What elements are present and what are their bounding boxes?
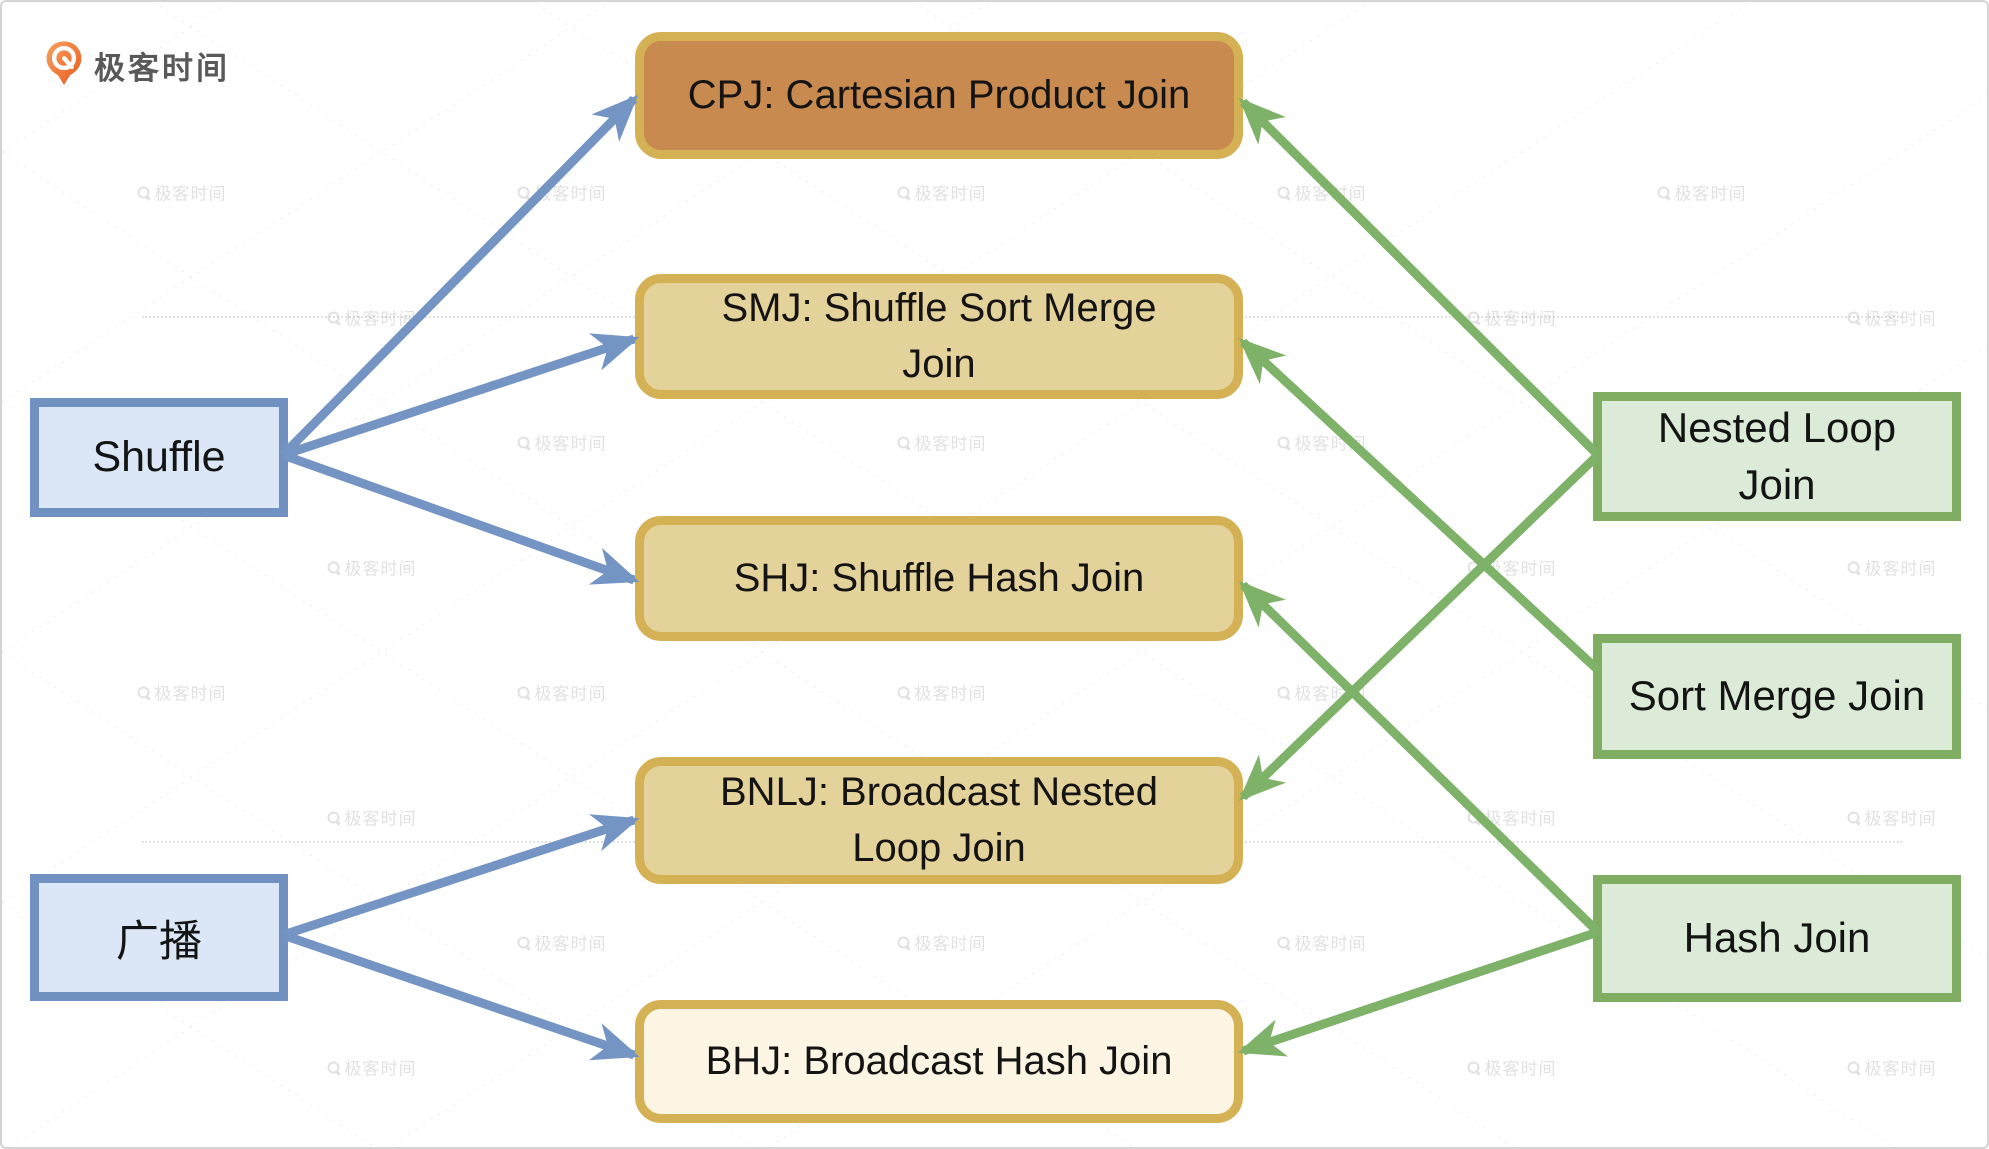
watermark: 极客时间 <box>517 930 607 955</box>
watermark-pin-icon <box>897 686 910 698</box>
brand-name: 极客时间 <box>94 51 230 86</box>
node-broadcast: 广播 <box>30 874 288 1001</box>
watermark: 极客时间 <box>327 555 417 580</box>
watermark: 极客时间 <box>897 680 987 705</box>
watermark: 极客时间 <box>897 430 987 455</box>
watermark: 极客时间 <box>327 1055 417 1080</box>
node-shuffle-label: Shuffle <box>92 433 226 481</box>
watermark-pin-icon <box>517 686 530 698</box>
watermark: 极客时间 <box>517 430 607 455</box>
watermark: 极客时间 <box>1277 430 1367 455</box>
watermark: 极客时间 <box>137 180 227 205</box>
watermark: 极客时间 <box>1847 555 1937 580</box>
node-sort-merge-join-label: Sort Merge Join <box>1628 672 1926 720</box>
node-shuffle: Shuffle <box>30 398 288 517</box>
watermark-pin-icon <box>327 561 340 573</box>
node-bhj-label: BHJ: Broadcast Hash Join <box>705 1038 1173 1083</box>
watermark: 极客时间 <box>327 305 417 330</box>
watermark-pin-icon <box>1277 186 1290 198</box>
watermark: 极客时间 <box>1467 805 1557 830</box>
watermark: 极客时间 <box>1467 555 1557 580</box>
watermark-pin-icon <box>1467 1061 1480 1073</box>
watermark-pin-icon <box>1467 811 1480 823</box>
watermark: 极客时间 <box>327 805 417 830</box>
node-bhj-broadcast-hash-join: BHJ: Broadcast Hash Join <box>635 1000 1243 1123</box>
watermark: 极客时间 <box>1277 930 1367 955</box>
node-sort-merge-join: Sort Merge Join <box>1593 634 1961 759</box>
watermark-pin-icon <box>1277 436 1290 448</box>
watermark: 极客时间 <box>1467 1055 1557 1080</box>
watermark: 极客时间 <box>1657 180 1747 205</box>
brand-logo: 极客时间 <box>44 40 230 91</box>
watermark-pin-icon <box>897 186 910 198</box>
watermark-pin-icon <box>517 936 530 948</box>
watermark-pin-icon <box>1847 561 1860 573</box>
watermark-pin-icon <box>1467 311 1480 323</box>
watermark: 极客时间 <box>1847 305 1937 330</box>
watermark: 极客时间 <box>137 680 227 705</box>
node-smj-shuffle-sort-merge-join: SMJ: Shuffle Sort Merge Join <box>635 274 1243 399</box>
watermark-pin-icon <box>327 311 340 323</box>
watermark: 极客时间 <box>1467 305 1557 330</box>
node-hash-join-label: Hash Join <box>1683 914 1871 962</box>
watermark: 极客时间 <box>1277 180 1367 205</box>
watermark-pin-icon <box>327 1061 340 1073</box>
watermark-pin-icon <box>1847 811 1860 823</box>
watermark-pin-icon <box>897 436 910 448</box>
watermark-pin-icon <box>1657 186 1670 198</box>
watermark-pin-icon <box>1277 686 1290 698</box>
watermark: 极客时间 <box>1277 680 1367 705</box>
watermark-pin-icon <box>137 186 150 198</box>
watermark-pin-icon <box>137 686 150 698</box>
geektime-pin-icon <box>44 40 84 91</box>
watermark-pin-icon <box>1847 1061 1860 1073</box>
watermark: 极客时间 <box>1847 805 1937 830</box>
node-hash-join: Hash Join <box>1593 875 1961 1002</box>
node-cpj-label: CPJ: Cartesian Product Join <box>687 72 1191 117</box>
node-nested-loop-join: Nested Loop Join <box>1593 392 1961 521</box>
watermark: 极客时间 <box>897 180 987 205</box>
node-bnlj-label: BNLJ: Broadcast Nested Loop Join <box>720 770 1158 870</box>
watermark-pin-icon <box>1847 311 1860 323</box>
watermark-pin-icon <box>517 436 530 448</box>
node-nested-loop-join-label: Nested Loop Join <box>1657 403 1897 508</box>
node-broadcast-label: 广播 <box>116 917 202 966</box>
node-smj-label: SMJ: Shuffle Sort Merge Join <box>721 286 1157 386</box>
watermark-pin-icon <box>1277 936 1290 948</box>
watermark: 极客时间 <box>517 180 607 205</box>
node-shj-shuffle-hash-join: SHJ: Shuffle Hash Join <box>635 516 1243 641</box>
watermark: 极客时间 <box>897 930 987 955</box>
watermark-pin-icon <box>1467 561 1480 573</box>
node-cpj-cartesian-product-join: CPJ: Cartesian Product Join <box>635 32 1243 159</box>
watermark-pin-icon <box>517 186 530 198</box>
watermark: 极客时间 <box>1847 1055 1937 1080</box>
watermark-pin-icon <box>897 936 910 948</box>
node-bnlj-broadcast-nested-loop-join: BNLJ: Broadcast Nested Loop Join <box>635 757 1243 884</box>
node-shj-label: SHJ: Shuffle Hash Join <box>733 555 1145 600</box>
watermark-pin-icon <box>327 811 340 823</box>
watermark: 极客时间 <box>517 680 607 705</box>
